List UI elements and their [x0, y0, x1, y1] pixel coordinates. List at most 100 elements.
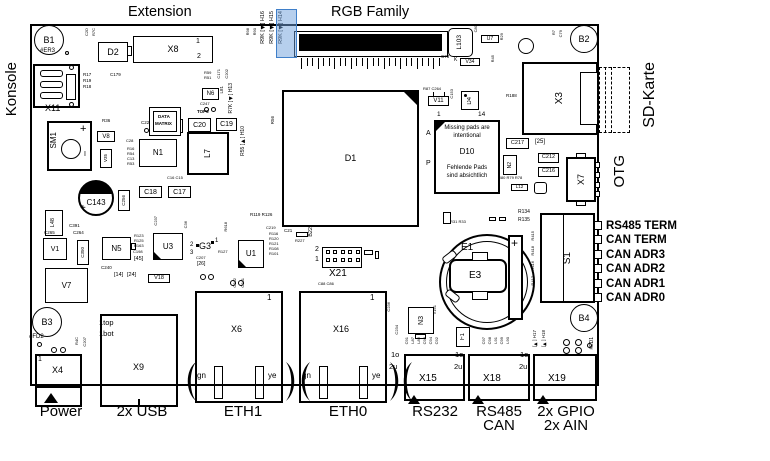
shape-r: [489, 217, 496, 221]
ref-label: R119 R126: [250, 212, 273, 217]
shape-crn: [154, 252, 161, 259]
part-f1: F1: [456, 327, 470, 347]
ref-label: P: [426, 160, 431, 167]
ref-label: R36: [102, 118, 111, 123]
part-c350: C350: [77, 240, 89, 265]
ref-label: R31 R33: [450, 219, 466, 224]
dip-label-5: CAN ADR0: [606, 292, 665, 304]
connector-label-line: RS232: [412, 403, 458, 420]
ref-label: C247: [200, 101, 210, 106]
hole-b2: B2: [570, 25, 598, 53]
part-c20: C20: [188, 118, 211, 132]
part-label: L12: [515, 184, 524, 190]
ref-label: C219: [266, 225, 276, 230]
part-label: N6: [206, 91, 215, 97]
ref-label: 1o: [455, 350, 464, 359]
part-u3: U3: [153, 233, 183, 260]
dip-label-2: CAN ADR3: [606, 248, 665, 261]
part-v34: V34: [460, 58, 480, 66]
shape-r: [364, 250, 373, 255]
shape-c: [230, 280, 236, 286]
ref-label: R108: [269, 246, 279, 251]
ref-label: TOP6: [197, 109, 209, 114]
shape-r: [580, 72, 598, 125]
connector-label-line: Power: [39, 403, 83, 420]
dip-label-4: CAN ADR1: [606, 277, 665, 290]
part-d1-cpu: D1: [282, 90, 419, 227]
part-label: V1: [50, 245, 60, 253]
part-c19: C19: [216, 118, 237, 131]
part-label: U3: [162, 241, 174, 251]
shape-r: [40, 81, 63, 88]
part-v35: V35: [100, 149, 112, 168]
part-n1: N1: [139, 139, 177, 167]
part-label: C217: [510, 139, 525, 146]
shape-crn: [404, 92, 417, 105]
ref-label: intentional: [453, 133, 481, 139]
shape-tr: [472, 395, 484, 404]
part-label: C212: [541, 154, 556, 161]
shape-r: [196, 244, 199, 247]
part-label: V7: [61, 280, 72, 290]
hook-icon: [403, 362, 412, 401]
shape-r: [595, 172, 600, 178]
shape-r: [341, 258, 345, 262]
shape-vl: [563, 214, 565, 302]
part-label: N1: [152, 148, 164, 157]
shape-c: [60, 347, 66, 353]
ref-label: 1: [215, 238, 219, 244]
ref-label: C264: [73, 230, 84, 235]
shape-c: [65, 51, 69, 55]
shape-r: [472, 252, 488, 261]
ref-label: +: [511, 236, 519, 250]
shape-c: [210, 106, 216, 112]
shape-r: [594, 235, 602, 244]
part-x9-usb: [100, 314, 178, 407]
selection-highlight-h14[interactable]: [276, 9, 297, 58]
ref-label: 1o: [520, 350, 529, 359]
ref-label: R87 C264: [423, 86, 442, 91]
part-l103: L103: [448, 28, 473, 57]
shape-r: [594, 293, 602, 302]
ref-label: R101: [269, 251, 279, 256]
ref-label: C179: [110, 72, 121, 77]
shape-r: [326, 250, 330, 254]
ref-label: X9: [133, 362, 145, 372]
shape-r: [595, 191, 600, 197]
part-x4-power: [35, 354, 82, 387]
part-label: C19: [220, 121, 233, 128]
shape-c: [51, 347, 57, 353]
shape-r: [326, 258, 330, 262]
ref-label: [14]: [114, 272, 124, 278]
ref-label: [45]: [134, 256, 144, 262]
shape-c: [238, 280, 244, 286]
ref-label: D10: [459, 147, 475, 156]
part-label: C216: [541, 168, 556, 175]
shape-r: [348, 258, 352, 262]
shape-vd: [605, 67, 606, 133]
ref-label: +: [80, 123, 87, 135]
connector-label-4: RS232: [375, 403, 495, 420]
title-rgb-family: RGB Family: [331, 4, 410, 20]
part-v18: V18: [148, 274, 170, 283]
shape-r: [443, 212, 451, 224]
ref-label: C21: [284, 228, 293, 233]
ref-label: Fehlende Pads: [446, 165, 488, 171]
connector-label-line: ETH0: [328, 403, 368, 420]
part-label: B2: [578, 34, 590, 44]
ref-label: C28: [126, 138, 134, 143]
part-x21-header: [322, 247, 362, 268]
shape-c: [208, 274, 214, 280]
ref-label: 1: [38, 356, 42, 363]
part-v7: V7: [45, 268, 88, 303]
ref-label: 1: [196, 38, 200, 45]
ref-label: C88 C86: [318, 281, 334, 286]
ref-label: gn: [197, 371, 206, 380]
shape-c: [446, 241, 528, 323]
part-v11: V11: [428, 96, 449, 106]
ref-label: X18: [483, 373, 501, 384]
ref-label: 2: [190, 242, 194, 248]
shape-crn: [436, 122, 445, 131]
part-label: U7: [486, 35, 494, 42]
